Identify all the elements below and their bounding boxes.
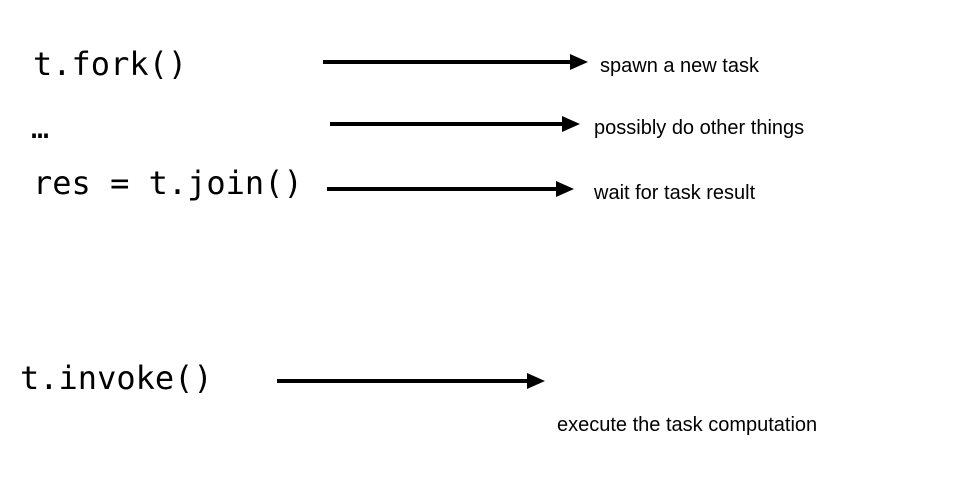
label-possibly-do-other-things: possibly do other things xyxy=(594,117,805,139)
label-wait-for-task-result: wait for task result xyxy=(594,182,756,204)
arrow-spawn-icon xyxy=(323,54,588,70)
label-spawn-a-new-task: spawn a new task xyxy=(600,55,759,77)
code-line-fork: t.fork() xyxy=(33,45,188,83)
code-line-invoke: t.invoke() xyxy=(20,359,213,397)
arrow-other-things-icon xyxy=(330,116,580,132)
label-invoke-description: execute the task computation without spa… xyxy=(557,355,817,479)
code-line-ellipsis: … xyxy=(31,111,50,146)
arrow-wait-result-icon xyxy=(327,181,574,197)
label-invoke-line-1: execute the task computation xyxy=(557,414,818,436)
arrow-invoke-icon xyxy=(277,373,545,389)
code-line-join: res = t.join() xyxy=(33,164,303,202)
